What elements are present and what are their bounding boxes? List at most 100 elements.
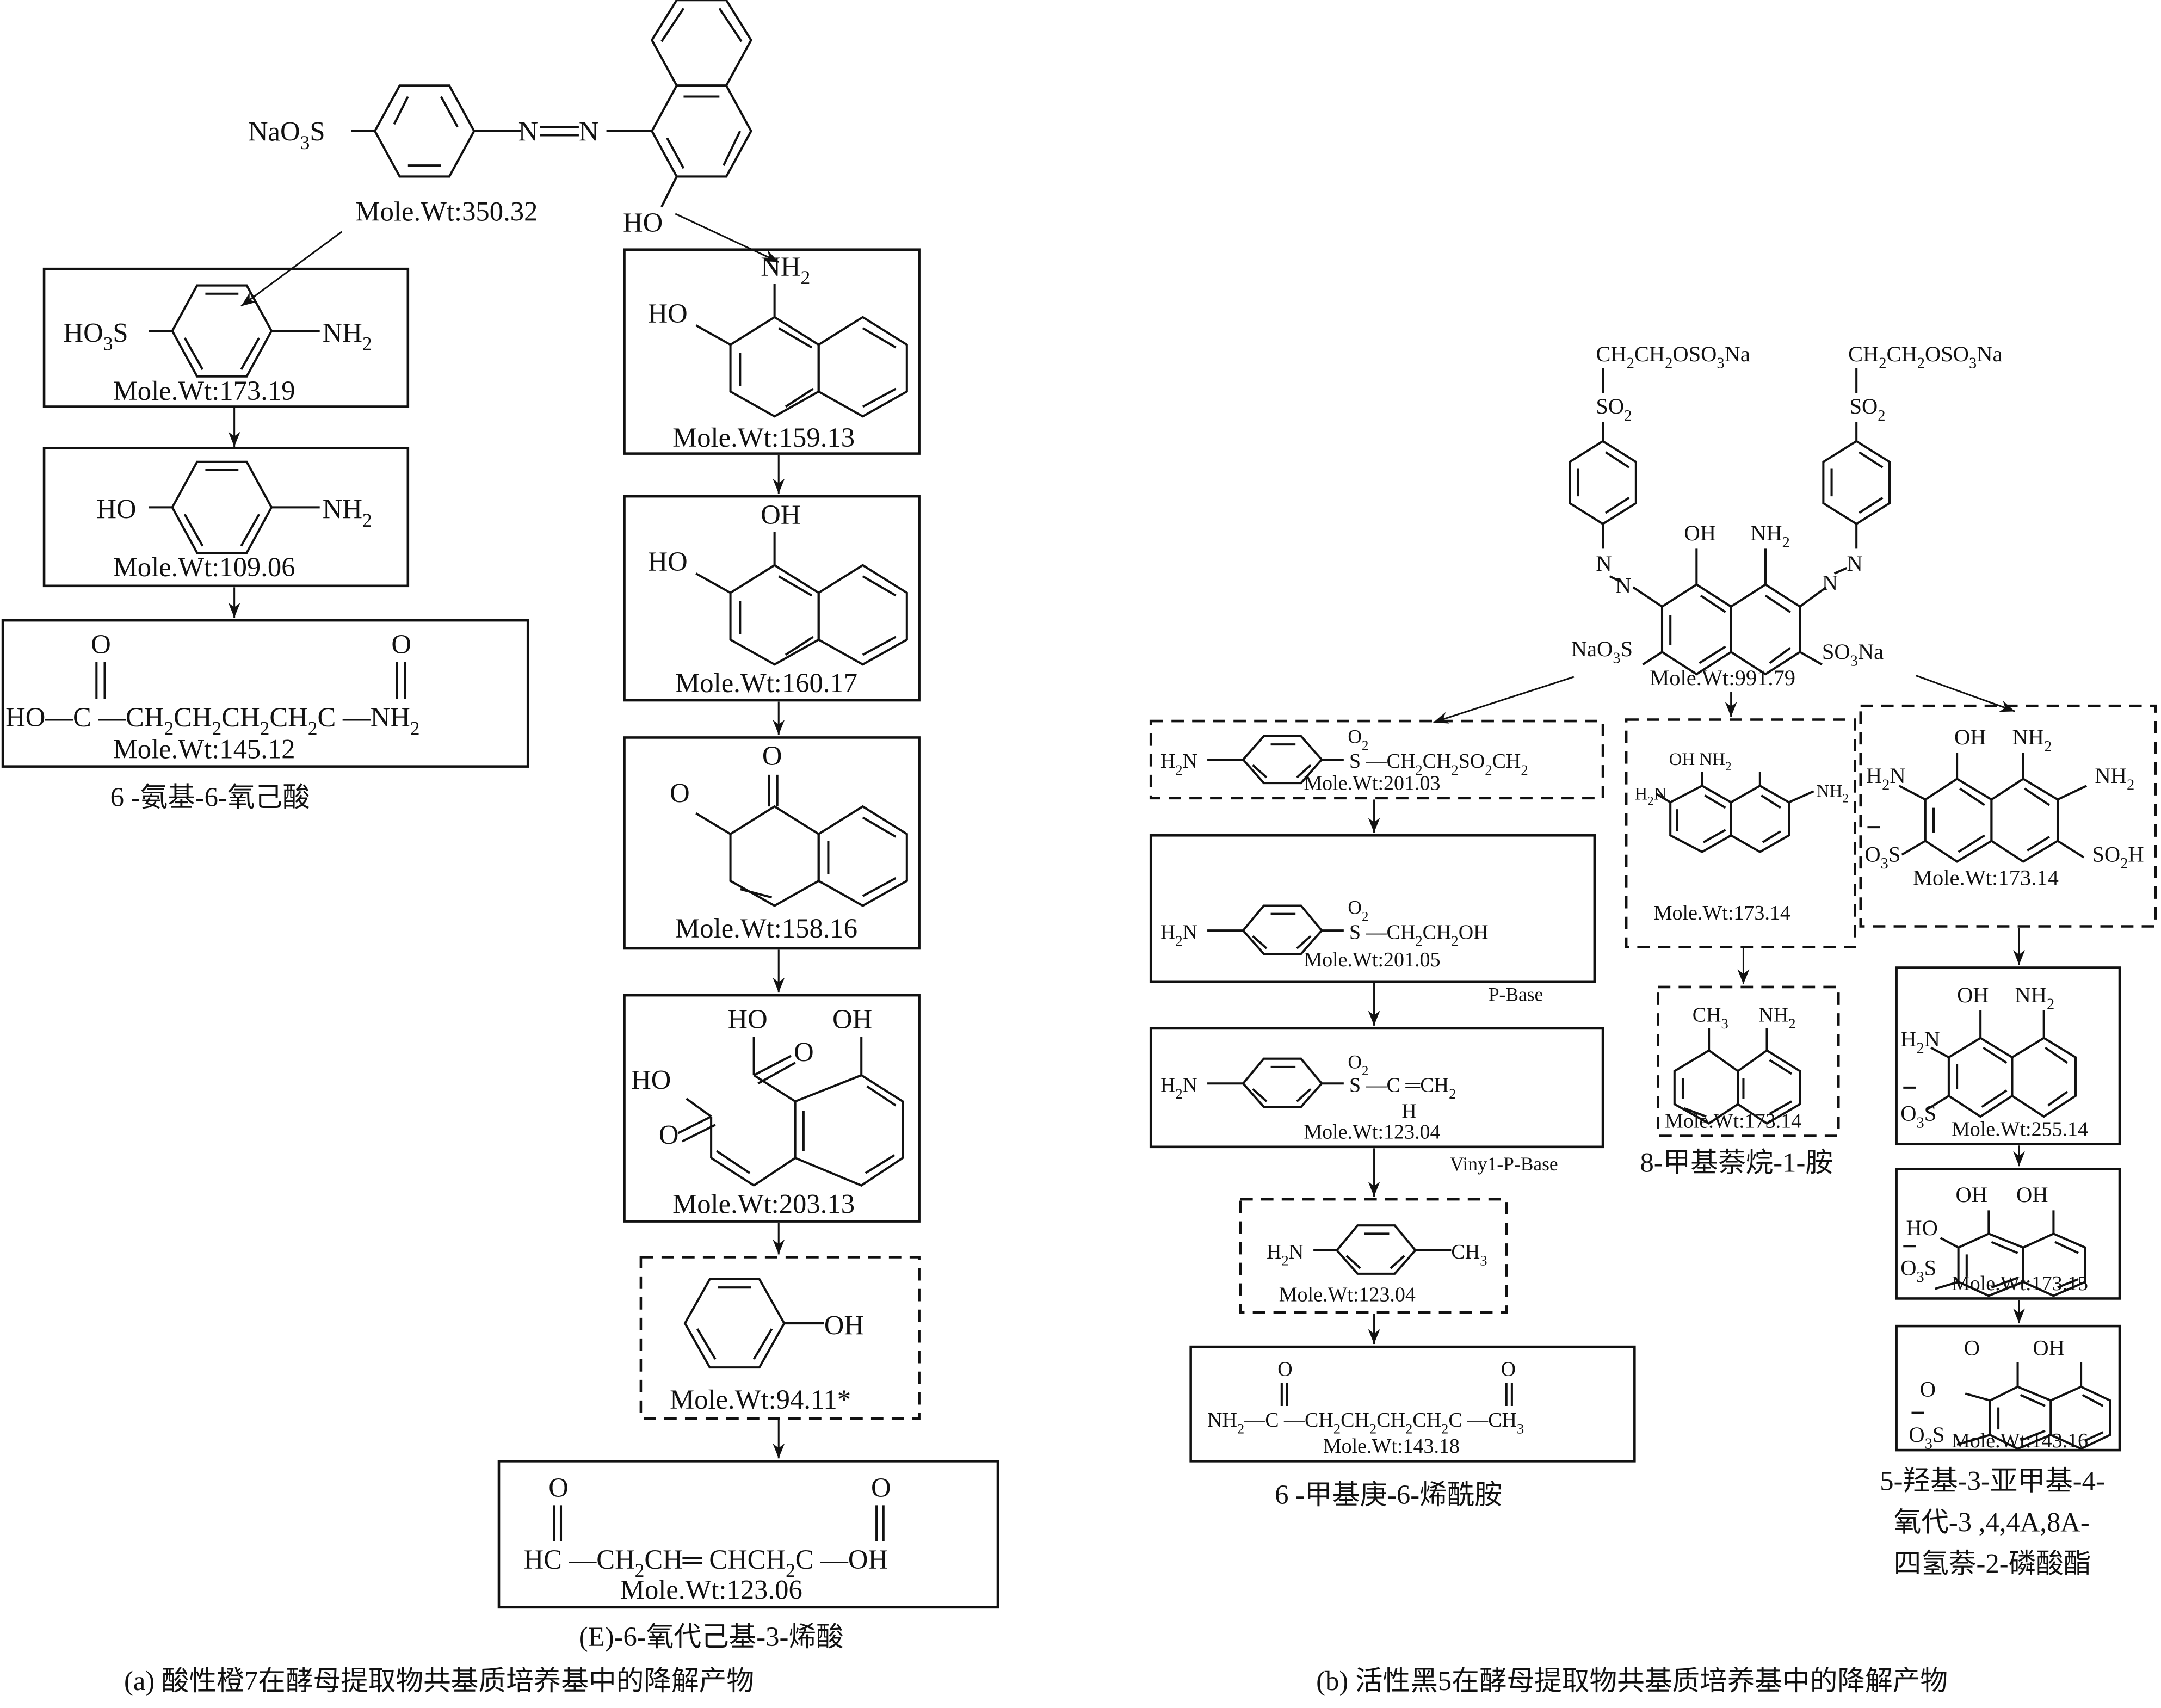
h2n-label: H2N (1634, 784, 1666, 807)
arrow-to-201-03 (1433, 676, 1575, 724)
mol-weight: Mole.Wt:160.17 (675, 668, 857, 698)
product-box-123-04-vinyl: H2N O2 S —C ═CH2 H Mole.Wt:123.04 (1149, 1027, 1604, 1149)
nh2-label: NH2 (2015, 983, 2054, 1013)
product-box-160-17: OH HO Mole.Wt:160.17 (623, 495, 921, 702)
compound-name: 6 -氨基-6-氧己酸 (110, 782, 310, 812)
azo-n-left-2: N (1615, 573, 1631, 597)
product-box-173-14-c: OH NH2 H2N NH2 O3S SO2H Mole.Wt:173.14 (1859, 704, 2157, 928)
parent-mol-weight: Mole.Wt:350.32 (356, 196, 538, 227)
ho-label: HO (648, 546, 688, 577)
nh2-label-a: NH2 (2012, 725, 2052, 755)
product-box-145-12: O O HO—C —CH2CH2CH2CH2C —NH2 Mole.Wt:145… (1, 619, 529, 768)
nh2-label: NH2 (1750, 521, 1790, 551)
arrow-to-159-13 (675, 213, 779, 263)
o-label-1: O (1277, 1358, 1292, 1380)
chain-right-label: CH2CH2OSO3Na (1848, 342, 2002, 372)
oh-label-2: OH (2016, 1182, 2048, 1207)
mol-weight: Mole.Wt:173.15 (1952, 1272, 2088, 1295)
arrow-to-col3 (1915, 675, 2016, 712)
mol-weight: Mole.Wt:158.16 (675, 913, 857, 944)
h2n-label: H2N (1160, 921, 1197, 949)
nh2-label-b: NH2 (1817, 781, 1849, 805)
so2-right: SO2 (1850, 394, 1886, 424)
ho-label: HO (623, 207, 663, 238)
oh-label: OH (824, 1310, 864, 1340)
oh-label: OH (832, 1004, 872, 1034)
mol-weight: Mole.Wt:203.13 (672, 1188, 855, 1219)
o-label-2: O (1920, 1377, 1936, 1401)
so2h-label: SO2H (2092, 842, 2144, 872)
product-box-143-16: O OH O O3S Mole.Wt:143.16 (1895, 1324, 2121, 1453)
product-box-255-14: OH NH2 H2N O3S Mole.Wt:255.14 (1895, 966, 2121, 1146)
product-box-201-05: H2N O2 S —CH2CH2OH Mole.Wt:201.05 (1149, 834, 1596, 983)
product-box-173-14-a: OH NH2 H2N NH2 Mole.Wt:173.14 (1625, 718, 1856, 948)
mol-weight: Mole.Wt:159.13 (672, 422, 855, 453)
so2-left: SO2 (1596, 394, 1632, 424)
mol-weight: Mole.Wt:173.14 (1665, 1109, 1801, 1132)
formula: HC —CH2CH═ CHCH2C —OH (524, 1544, 888, 1581)
nh2-label: NH2 (323, 494, 372, 531)
mol-weight: Mole.Wt:145.12 (113, 733, 295, 764)
o3s-label: O3S (1900, 1255, 1936, 1286)
o3s-label: O3S (1864, 842, 1900, 872)
product-box-201-03: H2N O2 S —CH2CH2SO2CH2 Mole.Wt:201.03 (1149, 719, 1604, 800)
naphthalene-lower-ring (650, 84, 752, 178)
product-box-173-15: OH OH HO O3S Mole.Wt:173.15 (1895, 1168, 2121, 1300)
oh-label: OH (1957, 983, 1989, 1007)
azo-n-right-2: N (1847, 551, 1862, 576)
o-label-1: O (548, 1472, 569, 1503)
h2n-label: H2N (1267, 1241, 1304, 1269)
ho-label: HO (1906, 1216, 1938, 1240)
ho3s-label: HO3S (64, 317, 128, 354)
panel-b: CH2CH2OSO3Na CH2CH2OSO3Na SO2 SO2 N N N … (1149, 342, 2157, 1696)
azo-n-right-1: N (1822, 570, 1838, 595)
nao3s-label: NaO3S (1571, 637, 1633, 667)
side-chain: S —C ═CH2 (1349, 1074, 1456, 1102)
mol-weight: Mole.Wt:143.18 (1323, 1435, 1460, 1458)
o-label-1: O (1964, 1335, 1980, 1360)
mol-weight: Mole.Wt:173.14 (1654, 902, 1790, 924)
o2-label: O2 (1348, 726, 1368, 754)
mol-weight: Mole.Wt:123.04 (1304, 1121, 1440, 1144)
so3na-label: SO3Na (1822, 639, 1884, 670)
o-label-2: O (1501, 1358, 1516, 1380)
product-box-203-13: HO OH HO O O Mole.Wt:203.13 (623, 994, 921, 1223)
acid-orange-7-structure: NaO3S N N HO Mole.Wt:350.32 (248, 0, 752, 238)
product-box-143-18: O O NH2—C —CH2CH2CH2CH2C —CH3 Mole.Wt:14… (1189, 1345, 1636, 1463)
azo-n-left-1: N (1596, 551, 1612, 576)
side-chain: S —CH2CH2SO2CH2 (1349, 750, 1528, 778)
ch3-label: CH3 (1451, 1241, 1487, 1269)
ho-label: HO (648, 298, 688, 329)
o-label-2: O (659, 1120, 679, 1150)
mol-weight: Mole.Wt:201.05 (1304, 948, 1440, 971)
product-box-109-06: HO NH2 Mole.Wt:109.06 (42, 447, 410, 588)
mol-weight: Mole.Wt:173.14 (1913, 865, 2059, 890)
o3s-label: O3S (1909, 1422, 1944, 1453)
compound-name: (E)-6-氧代己基-3-烯酸 (579, 1621, 844, 1652)
chain-left-label: CH2CH2OSO3Na (1596, 342, 1750, 372)
panel-b-caption: (b) 活性黑5在酵母提取物共基质培养基中的降解产物 (1316, 1666, 1948, 1696)
oh-label-1: OH (1956, 1182, 1988, 1207)
o3s-label: O3S (1900, 1101, 1936, 1132)
h2n-label: H2N (1160, 750, 1197, 778)
formula: NH2—C —CH2CH2CH2CH2C —CH3 (1207, 1409, 1524, 1437)
reactive-black-5-structure: CH2CH2OSO3Na CH2CH2OSO3Na SO2 SO2 N N N … (1569, 342, 2002, 690)
mol-weight: Mole.Wt:201.03 (1304, 772, 1440, 795)
h2n-label: H2N (1900, 1027, 1940, 1057)
p-base-label: P-Base (1489, 983, 1543, 1005)
mol-weight: Mole.Wt:123.06 (620, 1575, 802, 1605)
compound-name-line-1: 5-羟基-3-亚甲基-4- (1880, 1466, 2105, 1496)
product-box-173-14-b: CH3 NH2 Mole.Wt:173.14 (1657, 985, 1840, 1137)
oh-label: OH (1684, 521, 1717, 545)
o-label-2: O (670, 778, 690, 809)
side-chain: S —CH2CH2OH (1349, 921, 1489, 949)
parent-mol-weight: Mole.Wt:991.79 (1650, 665, 1795, 690)
azo-label: N (518, 116, 538, 147)
oh-label: OH (1669, 750, 1695, 769)
h-label: H (1401, 1100, 1416, 1123)
panel-a-caption: (a) 酸性橙7在酵母提取物共基质培养基中的降解产物 (124, 1666, 754, 1696)
nh2-label: NH2 (761, 251, 810, 288)
benzene-ring (171, 284, 273, 378)
compound-name: 8-甲基萘烷-1-胺 (1640, 1147, 1833, 1177)
ch3-label: CH3 (1693, 1003, 1728, 1032)
